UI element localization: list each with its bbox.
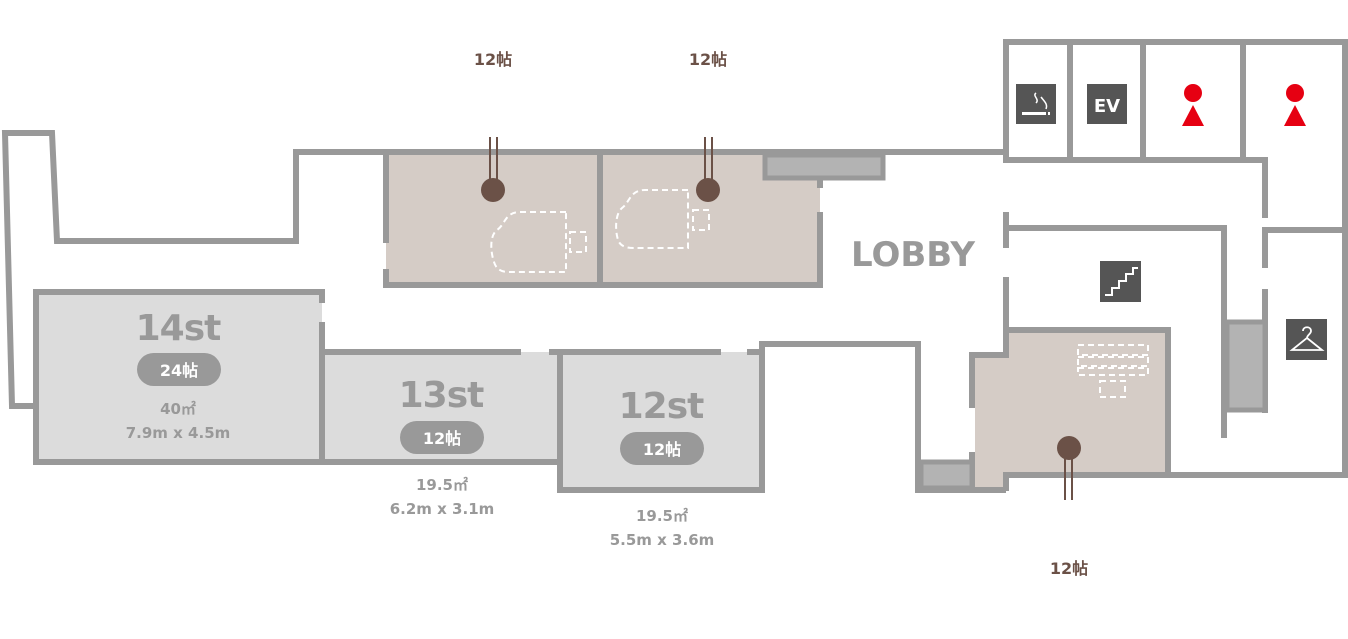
room-13st-dimensions: 6.2m x 3.1m — [390, 500, 495, 518]
room-12st-name: 12st — [619, 386, 705, 427]
studio-c-floor[interactable] — [975, 330, 1168, 488]
piano-outline-b — [615, 189, 710, 249]
room-12st-dimensions: 5.5m x 3.6m — [610, 531, 715, 549]
mic-icon-c — [1057, 436, 1081, 500]
lobby-label: LOBBY — [851, 235, 975, 275]
storage-block — [918, 459, 975, 491]
cloakroom-hanger-icon — [1286, 319, 1327, 360]
room-14st-tatami: 24帖 — [160, 361, 198, 380]
counter-block — [762, 152, 886, 181]
elevator-label: EV — [1094, 96, 1120, 117]
room-13st-tatami-badge — [400, 421, 484, 454]
elevator-icon: EV — [1087, 84, 1127, 124]
stairs-icon — [1100, 261, 1141, 302]
room-14st-area: 40㎡ — [160, 400, 196, 418]
room-12st-tatami-badge — [620, 432, 704, 465]
restroom-icon — [1284, 84, 1306, 126]
piano-outline-a — [490, 211, 587, 273]
locker-block — [1224, 319, 1268, 413]
studio-a-floor[interactable] — [386, 152, 600, 285]
room-13st-name: 13st — [399, 375, 485, 416]
walls — [1, 39, 1348, 493]
restroom-icon — [1182, 84, 1204, 126]
smoking-icon — [1016, 84, 1056, 124]
studio-a-tatami: 12帖 — [474, 50, 512, 69]
room-12st-area: 19.5㎡ — [636, 507, 688, 525]
mic-icon-a — [481, 137, 505, 202]
room-13st-tatami: 12帖 — [423, 429, 461, 448]
room-14st-dimensions: 7.9m x 4.5m — [126, 424, 231, 442]
room-14st-tatami-badge — [137, 353, 221, 386]
room-13st-area: 19.5㎡ — [416, 476, 468, 494]
studio-b-tatami: 12帖 — [689, 50, 727, 69]
studio-c-tatami: 12帖 — [1050, 559, 1088, 578]
room-12st-tatami: 12帖 — [643, 440, 681, 459]
mic-icon-b — [696, 137, 720, 202]
room-14st-name: 14st — [136, 308, 222, 349]
room-12st-floor[interactable] — [560, 352, 762, 490]
keyboard-outline — [1077, 344, 1149, 398]
